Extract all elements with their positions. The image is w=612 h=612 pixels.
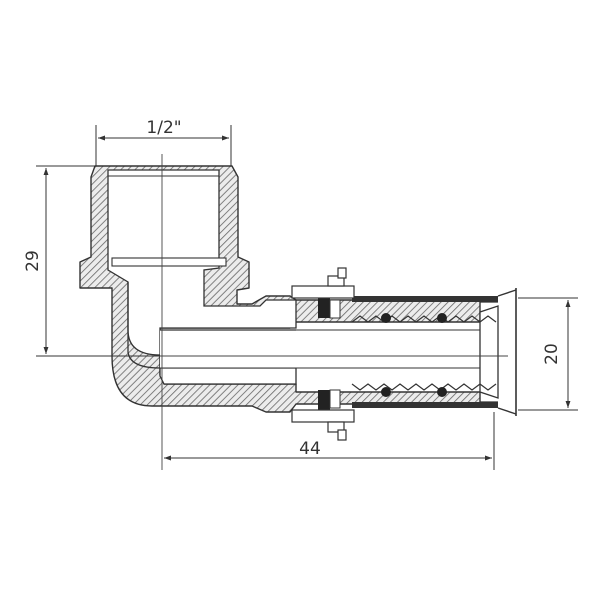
dim-thread-label: 1/2"	[146, 118, 181, 138]
pipe-end	[479, 305, 499, 399]
dim-diameter-label: 20	[542, 343, 562, 365]
o-ring-3	[381, 387, 391, 397]
teeth-bottom	[351, 383, 497, 391]
o-ring-4	[437, 387, 447, 397]
o-ring-1	[381, 313, 391, 323]
marker-ring-bottom	[291, 409, 355, 441]
press-sleeve-bottom	[352, 402, 498, 408]
press-sleeve-top	[352, 296, 498, 302]
dim-height-label: 29	[23, 250, 43, 272]
marker-ring-top	[291, 267, 355, 299]
teeth-top	[351, 315, 497, 323]
dim-length-label: 44	[299, 439, 321, 459]
o-ring-2	[437, 313, 447, 323]
